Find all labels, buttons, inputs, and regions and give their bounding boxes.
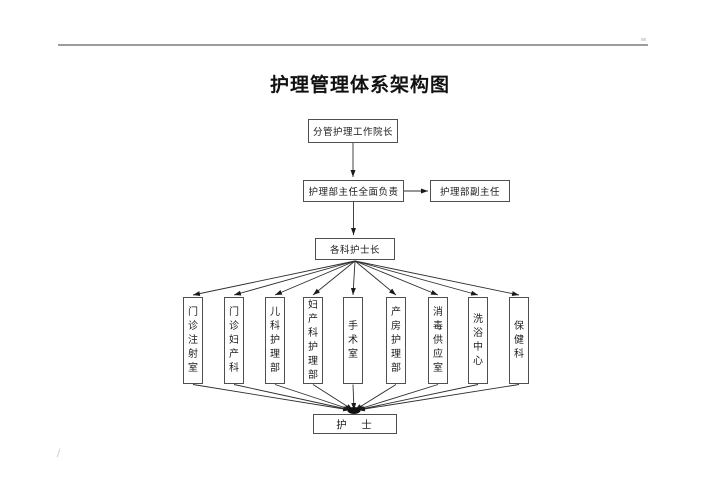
department-label: 产 房 护 理 部 — [391, 306, 401, 374]
box-deputy-director-label: 护理部副主任 — [439, 188, 500, 198]
box-nursing-director-label: 护理部主任全面负责 — [308, 188, 399, 198]
department-box: 保 健 科 — [509, 297, 529, 384]
department-label: 妇 产 科 护 理 部 — [308, 299, 318, 381]
department-box: 产 房 护 理 部 — [386, 297, 406, 384]
department-box: 门 诊 妇 产 科 — [224, 297, 244, 384]
box-president-label: 分管护理工作院长 — [312, 128, 393, 138]
arrowhead-cluster — [347, 407, 361, 414]
department-box: 儿 科 护 理 部 — [265, 297, 285, 384]
department-box: 消 毒 供 应 室 — [428, 297, 448, 384]
box-nurses-label: 护 士 — [336, 419, 374, 431]
box-nurses: 护 士 — [313, 414, 397, 434]
box-head-nurses-label: 各科护士长 — [329, 246, 380, 256]
box-nursing-director: 护理部主任全面负责 — [303, 180, 404, 202]
department-label: 手 术 室 — [348, 320, 358, 360]
page-title: 护理管理体系架构图 — [269, 75, 450, 96]
department-label: 保 健 科 — [514, 320, 524, 360]
department-box: 手 术 室 — [343, 297, 363, 384]
department-label: 门 诊 注 射 室 — [188, 306, 198, 374]
department-box: 门 诊 注 射 室 — [183, 297, 203, 384]
department-label: 门 诊 妇 产 科 — [229, 306, 239, 374]
box-president: 分管护理工作院长 — [308, 119, 398, 143]
box-deputy-director: 护理部副主任 — [430, 180, 510, 202]
department-label: 消 毒 供 应 室 — [433, 306, 443, 374]
box-head-nurses: 各科护士长 — [315, 238, 395, 260]
department-box: 洗 浴 中 心 — [468, 297, 488, 384]
department-box: 妇 产 科 护 理 部 — [303, 297, 323, 384]
department-label: 洗 浴 中 心 — [473, 313, 483, 367]
horizontal-rule — [58, 44, 648, 46]
scan-artifact — [641, 38, 646, 41]
department-label: 儿 科 护 理 部 — [270, 306, 280, 374]
